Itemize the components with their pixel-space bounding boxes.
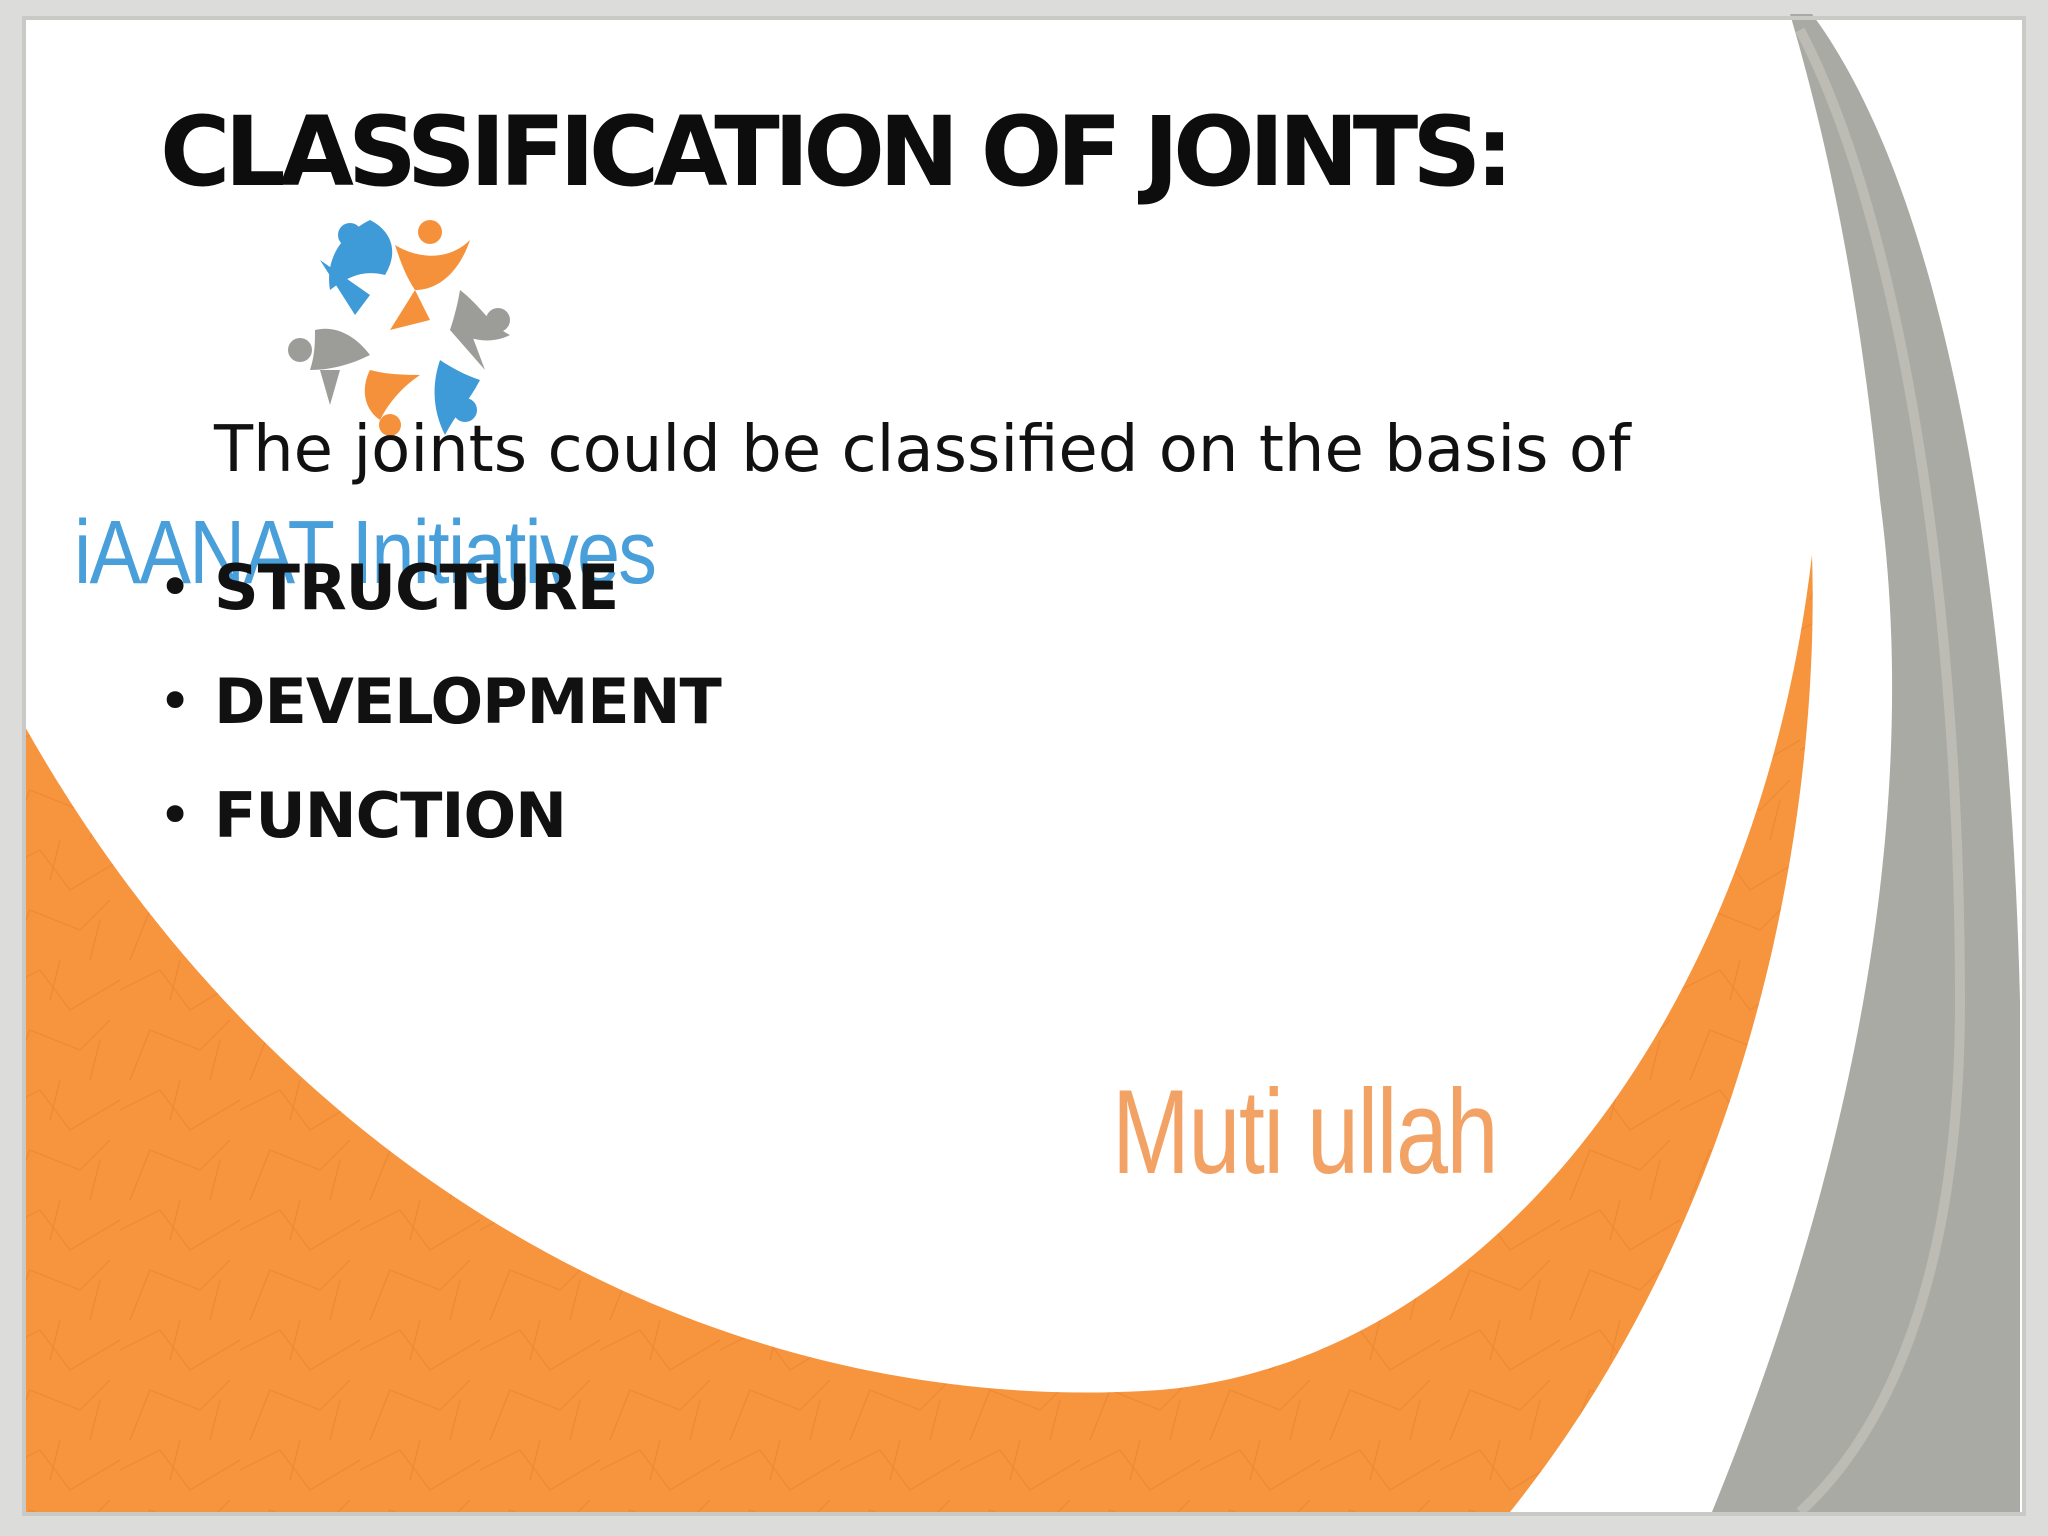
gray-swoosh [1712,14,2020,1512]
bullet-item-development: • DEVELOPMENT [158,644,722,758]
bullet-icon: • [158,781,192,849]
bullet-icon: • [158,553,192,621]
slide-title: CLASSIFICATION OF JOINTS: [160,96,1514,208]
people-circle-logo-icon [288,220,510,436]
bullet-list: • STRUCTURE • DEVELOPMENT • FUNCTION [158,530,722,872]
logo-text: iAANAT Initiatives [74,503,657,603]
author-watermark: Muti ullah [1112,1065,1499,1199]
bullet-label: FUNCTION [214,778,567,852]
intro-text: The joints could be classified on the ba… [214,413,1631,487]
bullet-icon: • [158,667,192,735]
bullet-item-function: • FUNCTION [158,758,721,872]
bullet-label: STRUCTURE [214,550,619,624]
bullet-item-structure: • STRUCTURE [158,530,721,644]
bullet-label: DEVELOPMENT [214,664,722,738]
